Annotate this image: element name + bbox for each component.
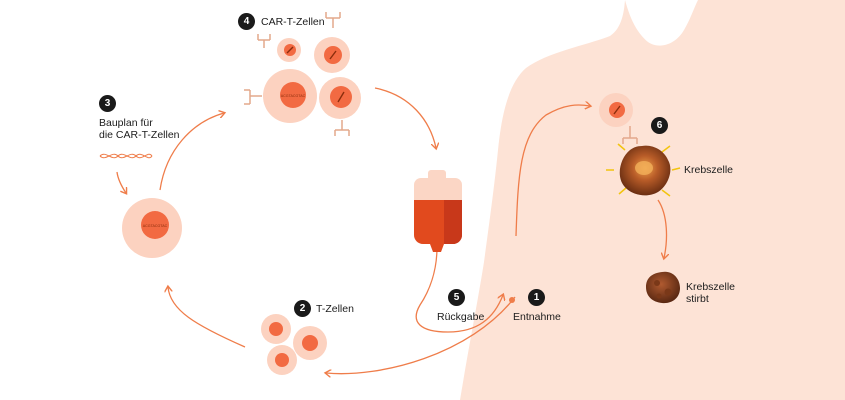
svg-text:ACGTACGTAC: ACGTACGTAC	[281, 94, 306, 98]
arrow-cancer-to-dying	[657, 199, 666, 258]
step-badge-6: 6	[651, 117, 668, 134]
label-krebszelle: Krebszelle	[684, 164, 734, 176]
t-cells-group	[261, 314, 327, 375]
arrow-body-to-cart-in-body	[515, 105, 590, 237]
infusion-bag	[414, 170, 462, 252]
label-rueckgabe: Rückgabe	[437, 311, 485, 323]
arrow-blueprint-to-cart	[159, 113, 224, 191]
step-badge-4: 4	[238, 13, 255, 30]
arrow-cart-to-bag	[374, 87, 436, 148]
label-t-zellen: T-Zellen	[316, 303, 354, 315]
step-badge-5: 5	[448, 289, 465, 306]
label-entnahme: Entnahme	[513, 311, 561, 323]
blueprint-cell: ACGTACGTAC	[122, 198, 182, 258]
label-krebszelle-stirbt-line1: Krebszelle	[686, 281, 736, 293]
label-car-t-zellen: CAR-T-Zellen	[261, 16, 325, 28]
step-badge-1: 1	[528, 289, 545, 306]
cancer-cell	[606, 143, 681, 197]
svg-text:ACGTACGTAC: ACGTACGTAC	[143, 224, 168, 228]
label-bauplan-line1: Bauplan für	[99, 117, 153, 129]
dying-cancer-cell	[646, 271, 680, 304]
arrow-to-tcells	[326, 296, 516, 374]
label-krebszelle-stirbt-line2: stirbt	[686, 293, 709, 305]
body-silhouette	[460, 0, 845, 400]
label-bauplan-line2: die CAR-T-Zellen	[99, 129, 180, 141]
car-t-cells-group: ACGTACGTAC	[244, 12, 361, 136]
step-badge-3: 3	[99, 95, 116, 112]
car-t-cell-in-body	[599, 93, 638, 144]
dna-strand	[99, 153, 153, 159]
step-badge-2: 2	[294, 300, 311, 317]
arrow-tcells-to-blueprint	[168, 287, 246, 348]
arrow-tube-to-body	[415, 246, 503, 333]
extraction-point	[509, 297, 515, 303]
arrow-dna-to-cell	[116, 171, 126, 193]
